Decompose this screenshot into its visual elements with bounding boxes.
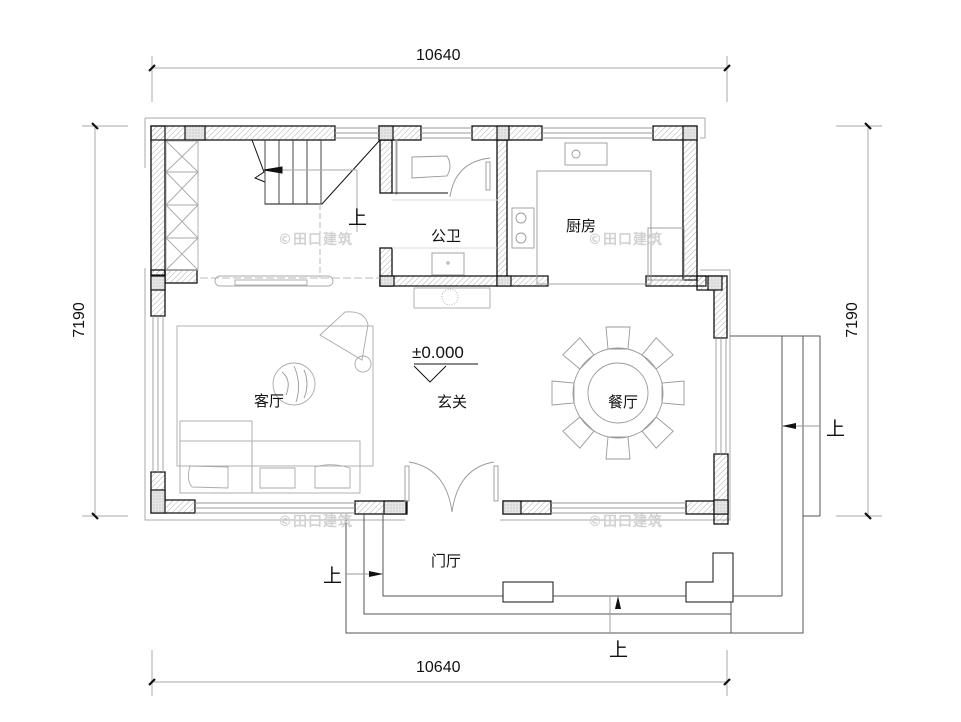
dimension-lines	[82, 56, 882, 696]
dimension-right: 7190	[843, 302, 861, 338]
level-marker: ±0.000	[412, 343, 464, 362]
porch-steps	[345, 335, 821, 634]
dimension-top: 10640	[416, 47, 461, 64]
room-label-kitchen: 厨房	[566, 217, 597, 235]
room-label-entrance: 玄关	[437, 393, 468, 411]
watermark: ©田口建筑	[588, 514, 663, 530]
bathroom-fixtures	[392, 139, 500, 276]
room-label-bathroom: 公卫	[431, 227, 462, 245]
wardrobe	[165, 140, 199, 271]
stair-up-label: 上	[348, 207, 368, 229]
room-label-porch: 门厅	[431, 552, 462, 570]
walls	[150, 125, 729, 525]
room-label-dining-room: 餐厅	[608, 393, 639, 411]
up-label-left: 上	[323, 565, 343, 587]
room-label-living-room: 客厅	[254, 392, 285, 410]
dimension-bottom: 10640	[416, 659, 461, 676]
dimension-left: 7190	[70, 302, 88, 338]
kitchen-fixtures	[511, 142, 685, 285]
living-room-furniture	[176, 311, 374, 494]
entrance-door	[404, 461, 499, 513]
staircase	[200, 139, 381, 279]
up-label-right: 上	[826, 418, 846, 440]
watermark: ©田口建筑	[278, 232, 353, 248]
up-label-bottom: 上	[609, 639, 629, 661]
watermark: ©田口建筑	[278, 514, 353, 530]
watermark: ©田口建筑	[588, 232, 663, 248]
dining-table	[551, 326, 685, 460]
